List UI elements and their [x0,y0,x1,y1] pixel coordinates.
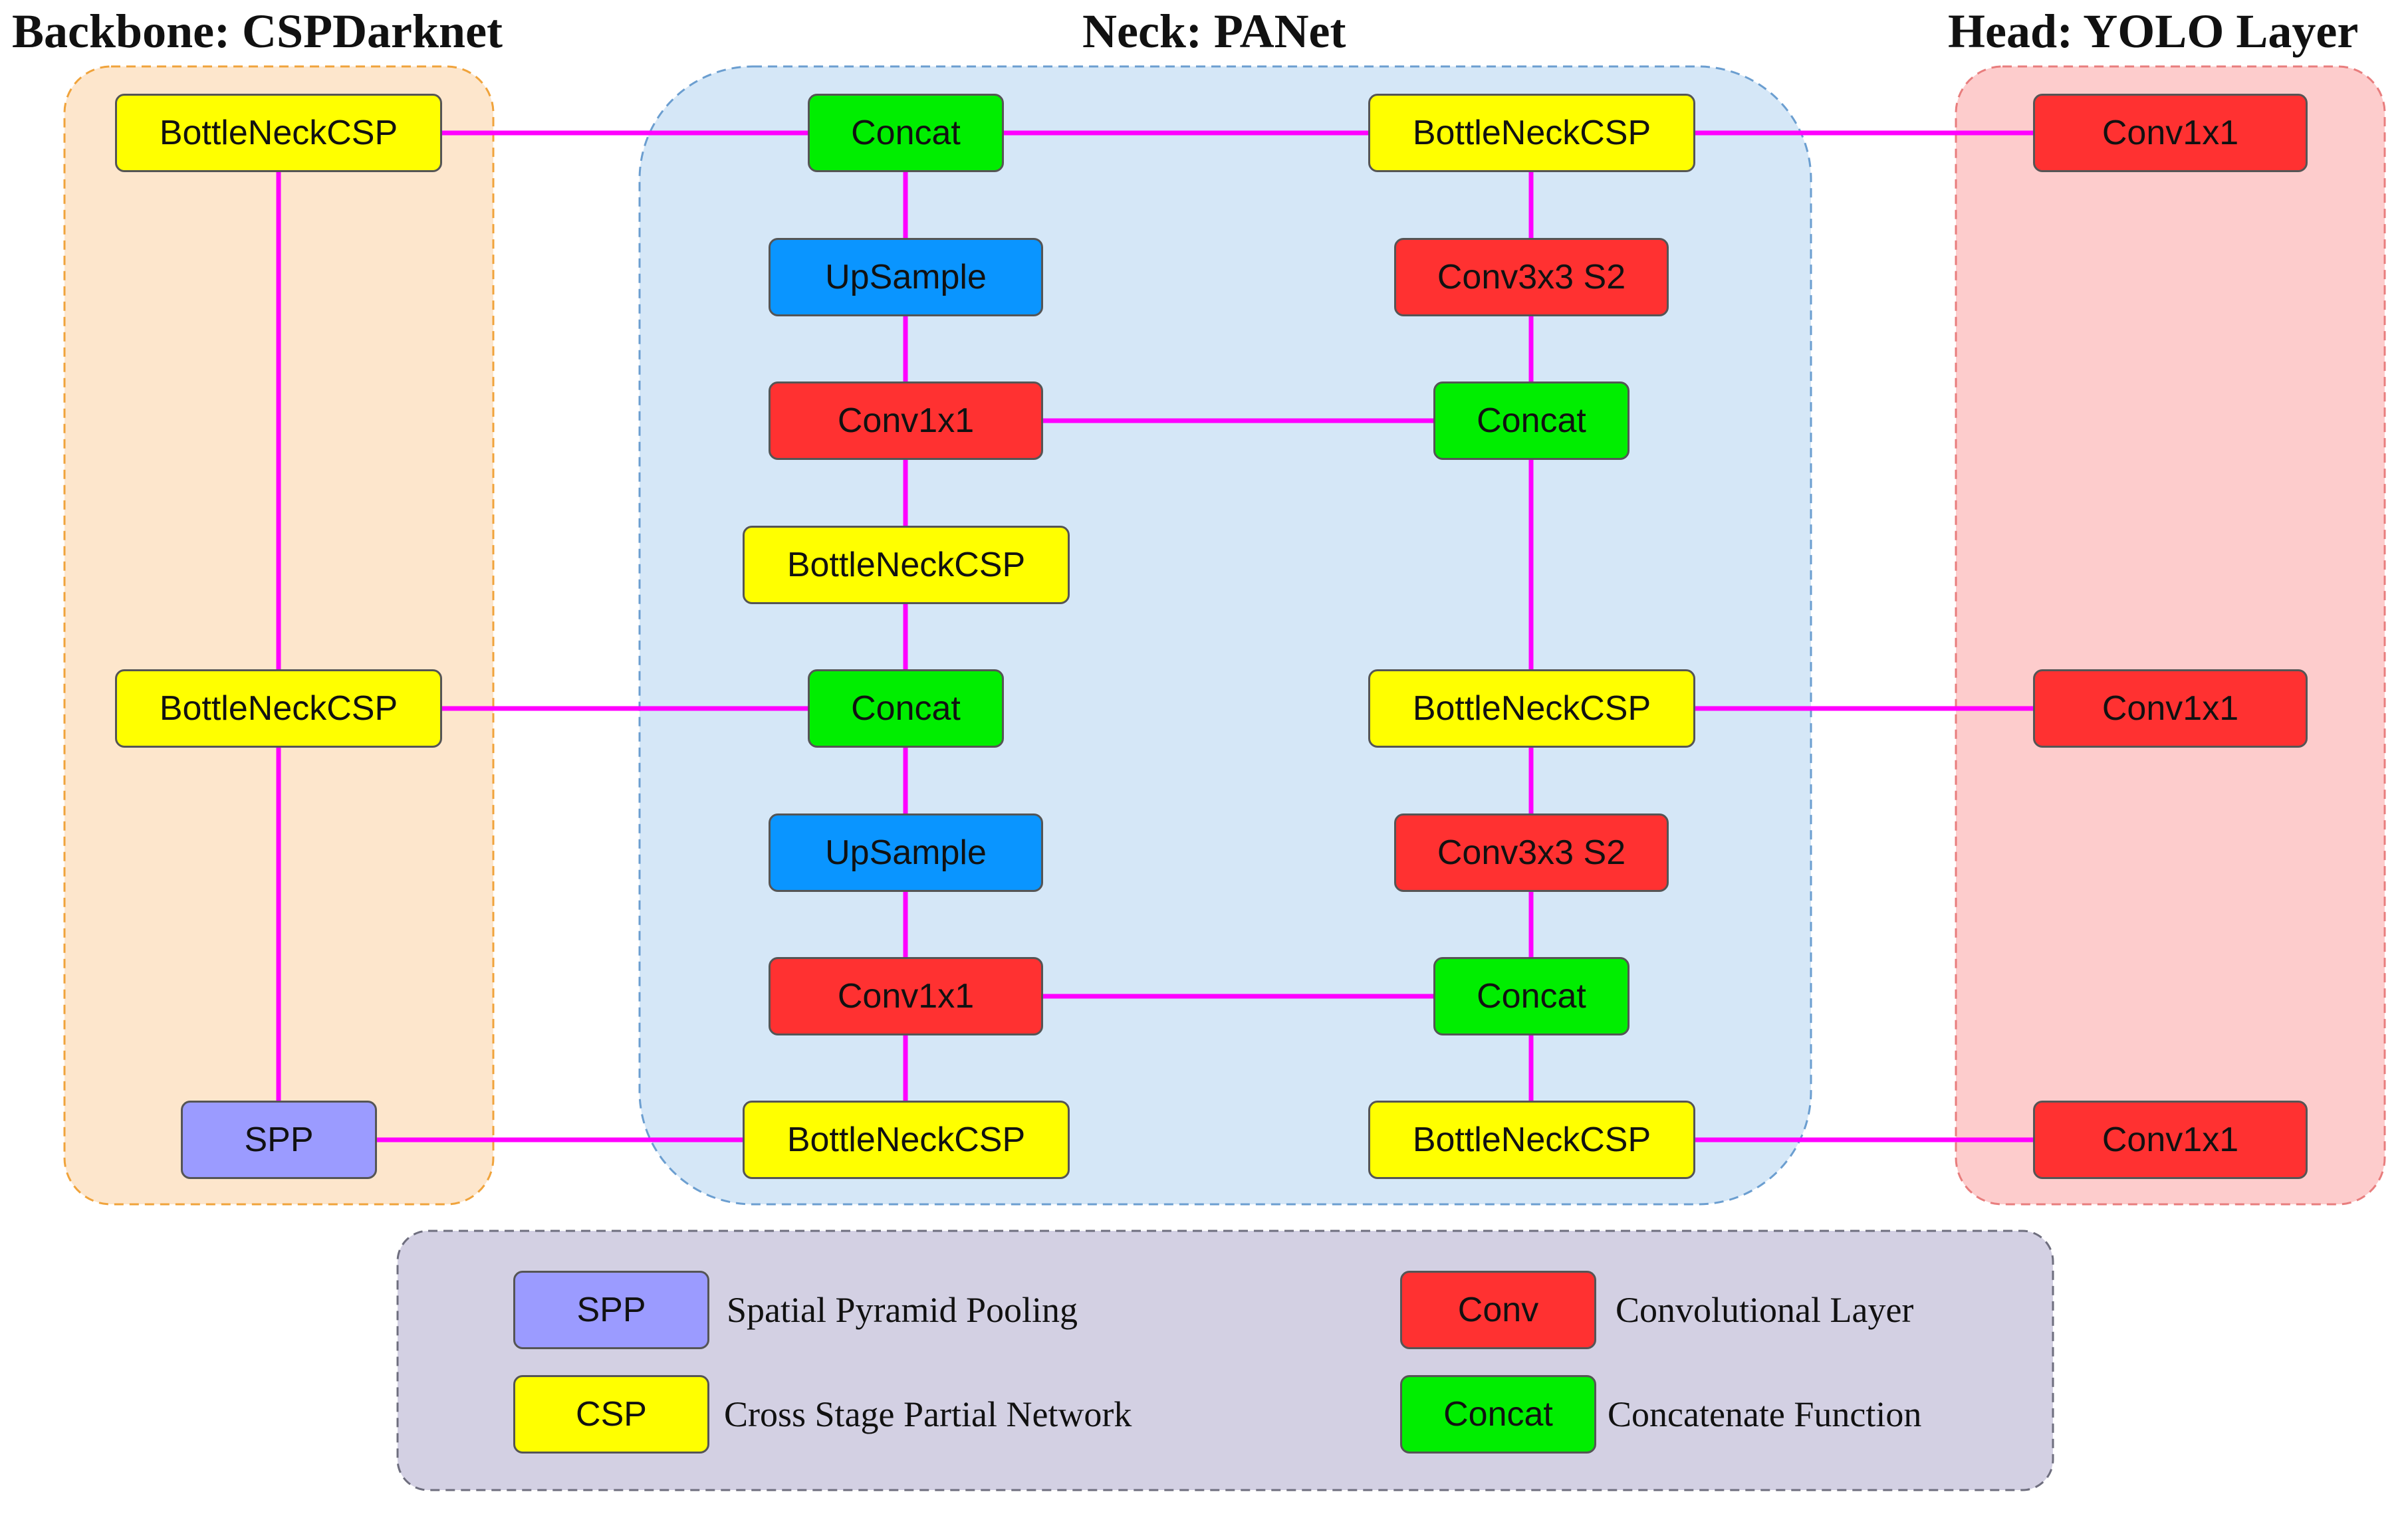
neck-concat-mid: Concat [808,669,1004,748]
head-panel [1955,65,2386,1206]
neck-upsample-bottom: UpSample [769,813,1043,892]
neck-concat-right-top: Concat [1433,381,1629,460]
head-title: Head: YOLO Layer [1948,5,2359,58]
neck-concat-right-bottom: Concat [1433,957,1629,1035]
neck-conv-top: Conv1x1 [769,381,1043,460]
neck-conv-bottom: Conv1x1 [769,957,1043,1035]
neck-csp-right-top: BottleNeckCSP [1368,94,1695,172]
head-conv-top: Conv1x1 [2033,94,2308,172]
neck-title: Neck: PANet [1082,5,1346,58]
neck-csp-bottom: BottleNeckCSP [743,1101,1070,1179]
legend-concat-description: Concatenate Function [1608,1394,1922,1434]
neck-conv-s2-top: Conv3x3 S2 [1394,238,1669,316]
head-conv-mid: Conv1x1 [2033,669,2308,748]
legend-csp-description: Cross Stage Partial Network [724,1394,1132,1434]
neck-conv-s2-bottom: Conv3x3 S2 [1394,813,1669,892]
neck-upsample-top: UpSample [769,238,1043,316]
legend-spp-description: Spatial Pyramid Pooling [727,1290,1078,1330]
head-conv-bottom: Conv1x1 [2033,1101,2308,1179]
neck-csp-right-bottom: BottleNeckCSP [1368,1101,1695,1179]
neck-panel [638,65,1812,1206]
neck-concat-top: Concat [808,94,1004,172]
neck-csp-right-mid: BottleNeckCSP [1368,669,1695,748]
backbone-title: Backbone: CSPDarknet [12,5,503,58]
legend-conv-description: Convolutional Layer [1616,1290,1914,1330]
legend-panel [396,1230,2054,1491]
legend-spp-swatch: SPP [513,1271,709,1349]
backbone-csp-top: BottleNeckCSP [115,94,442,172]
legend-csp-swatch: CSP [513,1375,709,1454]
backbone-csp-mid: BottleNeckCSP [115,669,442,748]
backbone-spp: SPP [181,1101,377,1179]
legend-conv-swatch: Conv [1400,1271,1596,1349]
neck-csp-upper: BottleNeckCSP [743,526,1070,604]
legend-concat-swatch: Concat [1400,1375,1596,1454]
